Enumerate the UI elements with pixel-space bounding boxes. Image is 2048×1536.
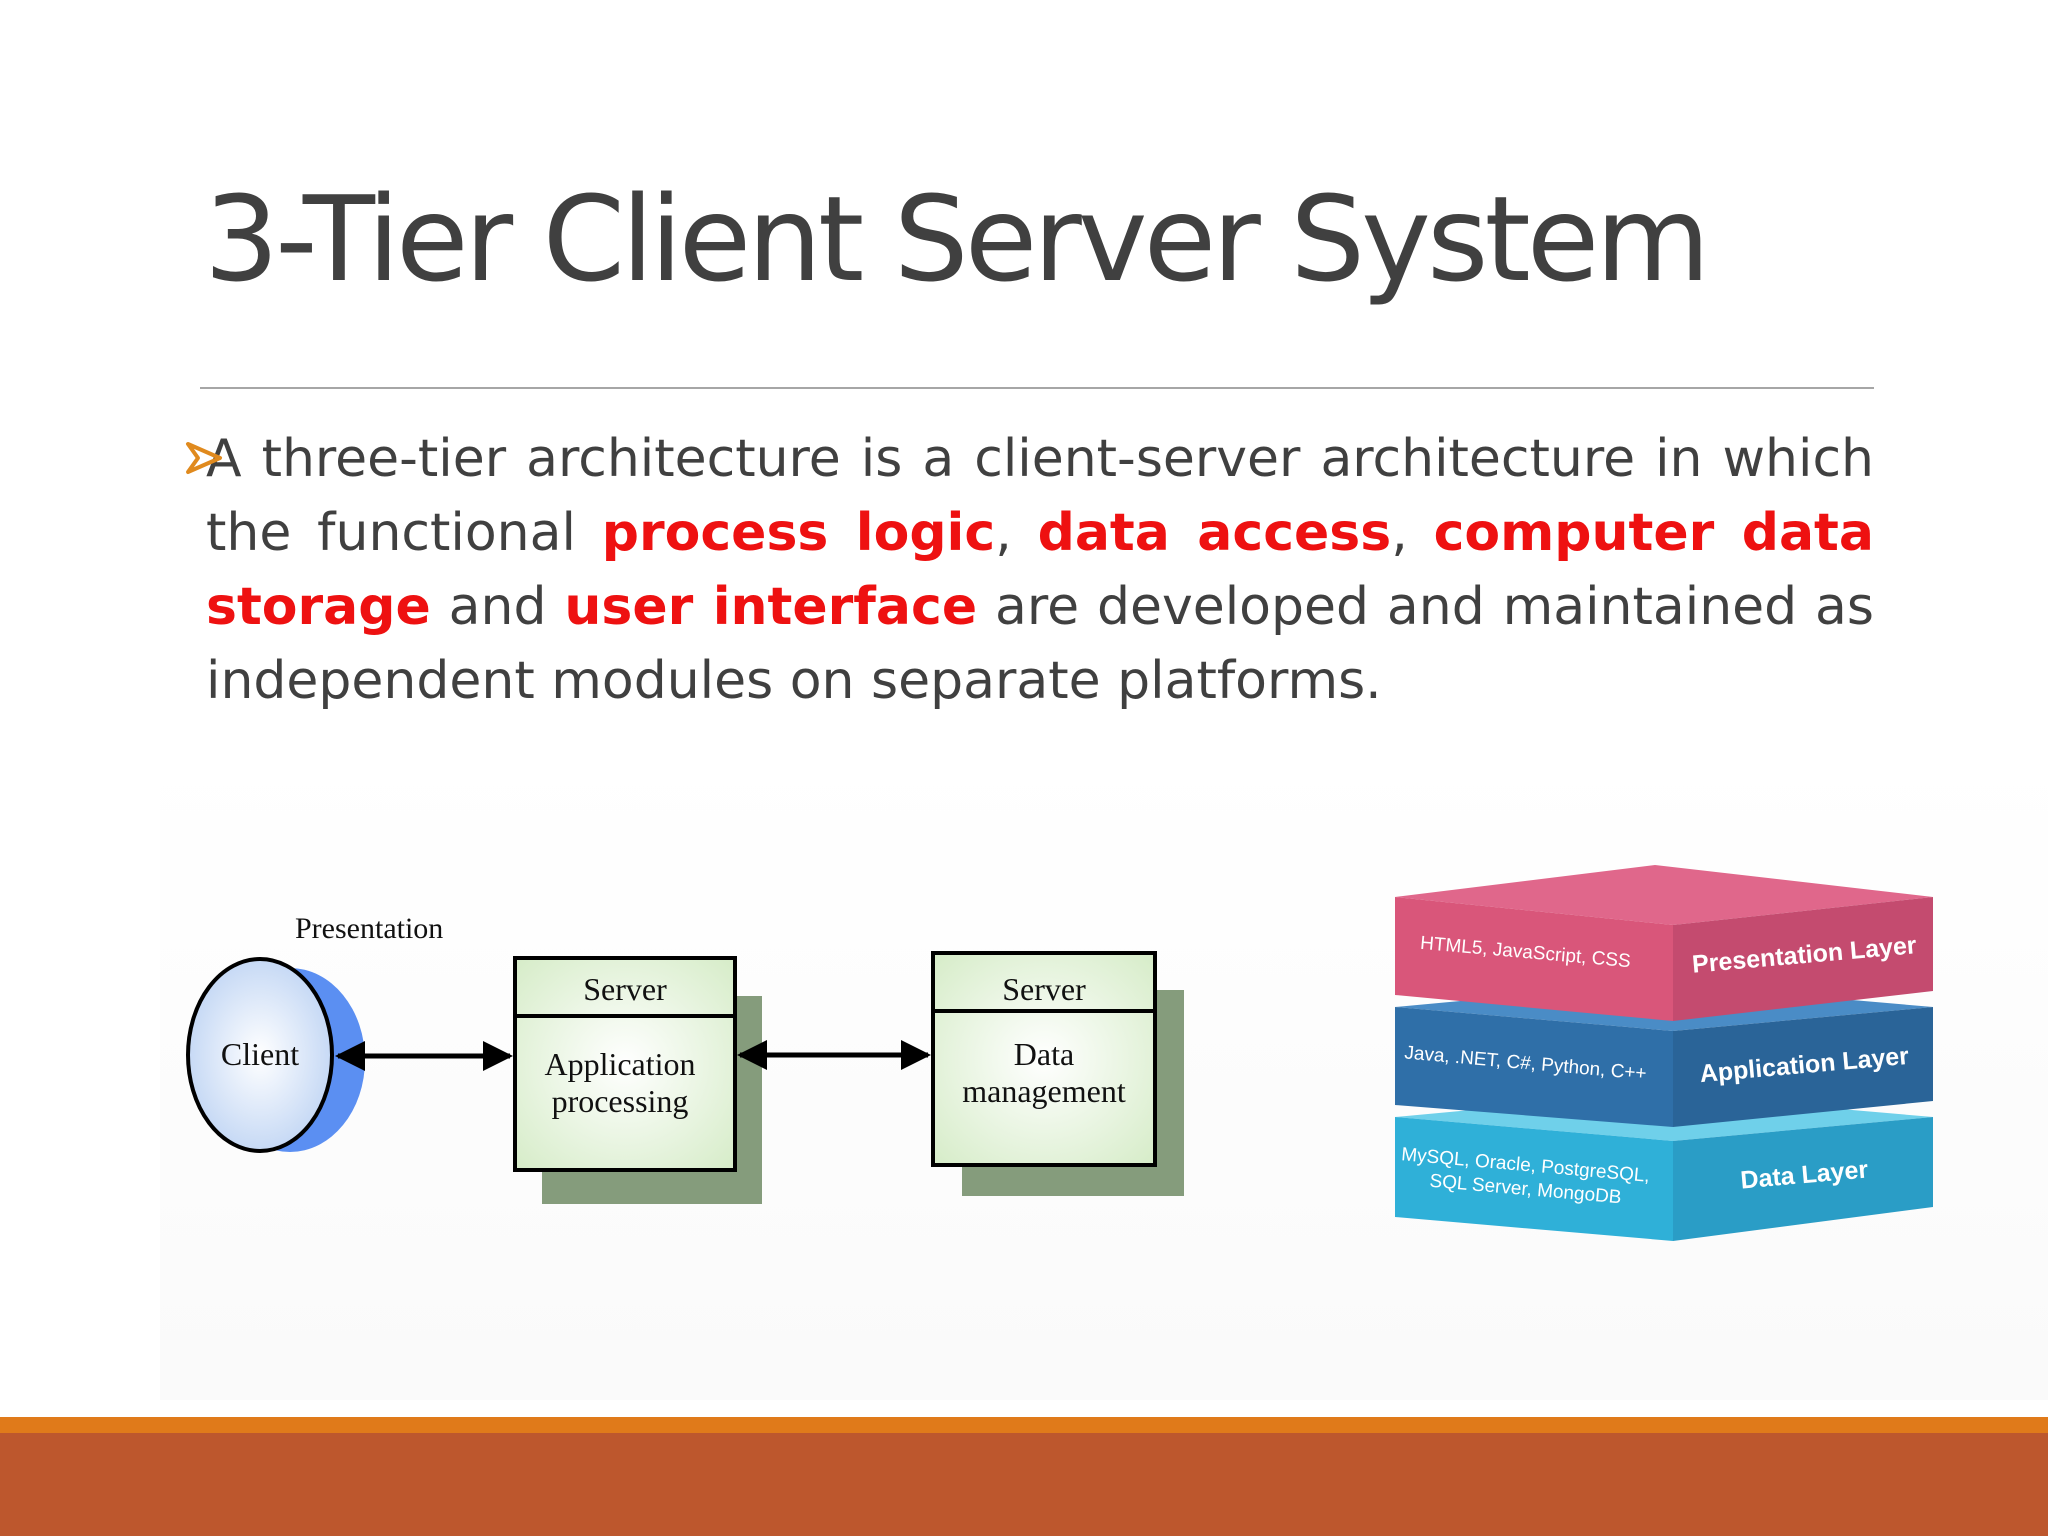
data-server-line2: management bbox=[962, 1073, 1126, 1109]
presentation-caption: Presentation bbox=[295, 912, 443, 945]
data-server-box bbox=[931, 951, 1157, 1167]
bullet-paragraph: A three-tier architecture is a client-se… bbox=[186, 422, 1875, 718]
separator: , bbox=[995, 503, 1038, 563]
separator: , bbox=[1391, 503, 1434, 563]
app-server-line1: Application bbox=[544, 1046, 695, 1082]
application-layer-front bbox=[1395, 1007, 1673, 1127]
data-layer-side bbox=[1673, 1117, 1933, 1241]
layer-stack-diagram: HTML5, JavaScript, CSS Presentation Laye… bbox=[1395, 865, 1933, 1241]
footer-accent-stripe bbox=[0, 1417, 2048, 1433]
app-server-box bbox=[513, 956, 737, 1172]
bullet-text: A three-tier architecture is a client-se… bbox=[206, 429, 1874, 563]
bullet-text: and bbox=[430, 577, 565, 637]
data-server-line1: Data bbox=[1014, 1036, 1074, 1072]
bullet-text: are developed and maintained as independ… bbox=[206, 577, 1875, 711]
slide-title: 3-Tier Client Server System bbox=[204, 170, 1710, 308]
app-server-line2: processing bbox=[552, 1083, 689, 1119]
highlight-data-access: data access bbox=[1037, 503, 1392, 563]
highlight-process-logic: process logic bbox=[601, 503, 996, 563]
presentation-layer-front bbox=[1395, 897, 1673, 1021]
data-layer-front bbox=[1395, 1117, 1673, 1241]
highlight-user-interface: user interface bbox=[564, 577, 978, 637]
client-node bbox=[186, 957, 334, 1153]
three-tier-flow-diagram: Presentation Client Server Application p… bbox=[186, 912, 1184, 1204]
application-layer-side bbox=[1673, 1007, 1933, 1127]
presentation-layer-side bbox=[1673, 897, 1933, 1021]
app-server-header: Server bbox=[583, 971, 667, 1007]
client-label: Client bbox=[221, 1036, 299, 1072]
data-server-header: Server bbox=[1002, 971, 1086, 1007]
title-divider bbox=[200, 387, 1874, 389]
highlight-computer-data-storage: computer data storage bbox=[206, 503, 1875, 637]
presentation-layer-top bbox=[1395, 865, 1933, 925]
footer-band bbox=[0, 1433, 2048, 1536]
arrowhead-bullet-icon bbox=[186, 442, 222, 474]
